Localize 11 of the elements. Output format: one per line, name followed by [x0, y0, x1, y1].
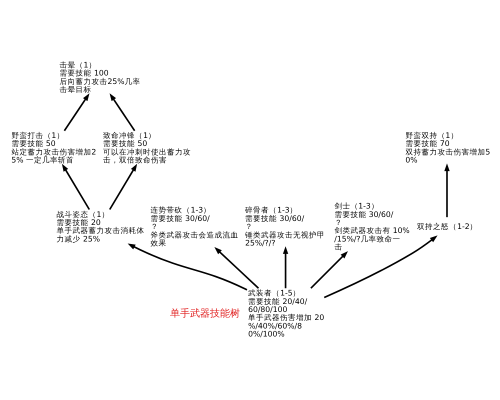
arrow — [110, 93, 136, 132]
arrow — [62, 164, 90, 210]
arrow — [444, 163, 450, 218]
arrow — [109, 164, 138, 210]
label: 单手武器技能树 — [170, 308, 240, 320]
arrow — [310, 251, 348, 289]
arrow — [214, 247, 260, 289]
arrow — [324, 235, 438, 298]
arrow — [282, 246, 288, 288]
arrow — [128, 244, 248, 291]
arrow — [64, 93, 90, 132]
